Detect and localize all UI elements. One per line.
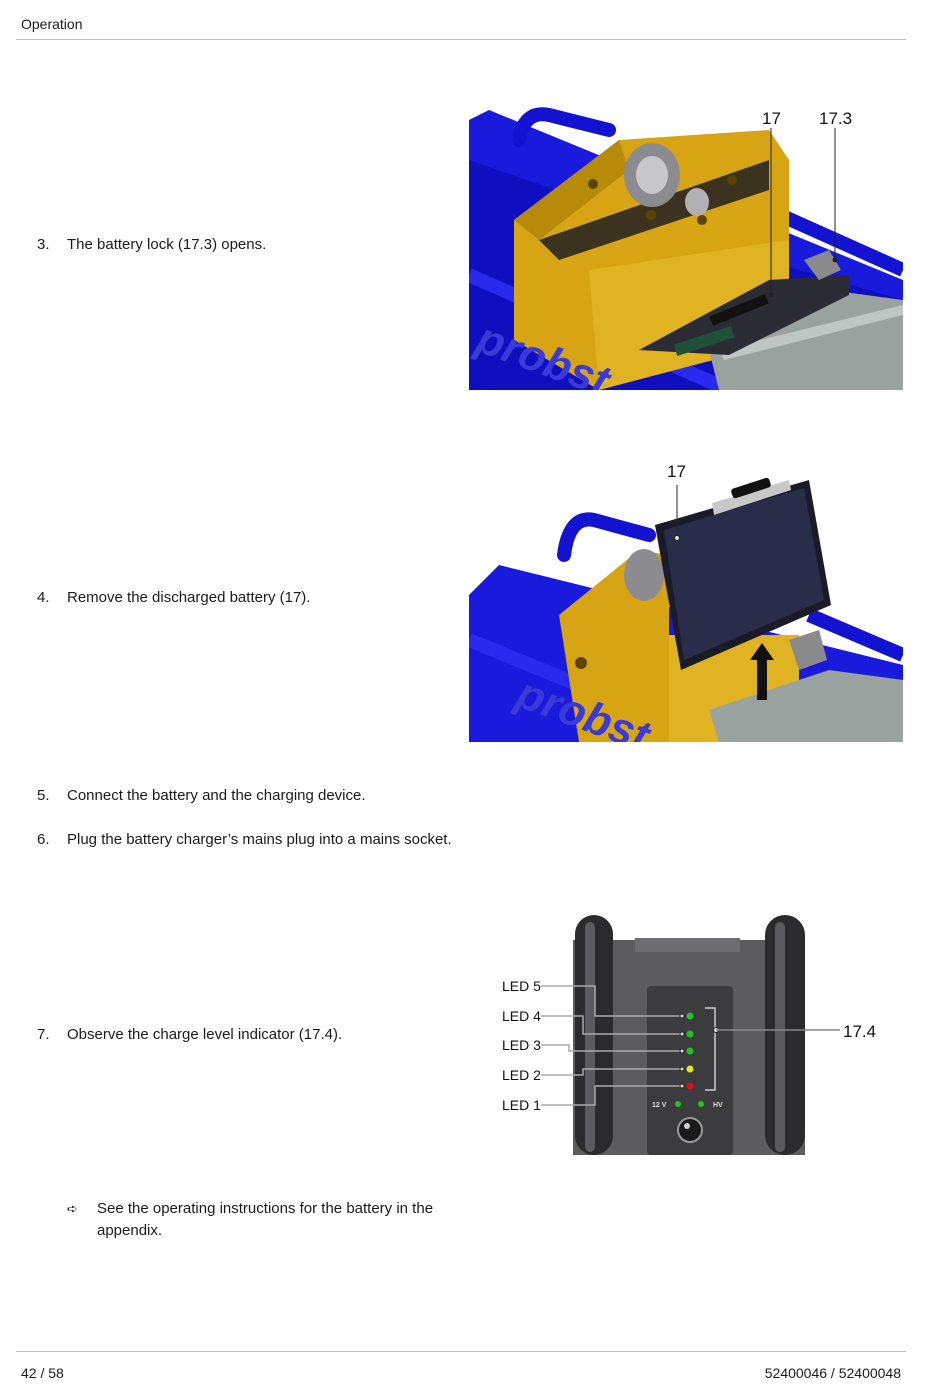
step-number: 6. bbox=[37, 831, 50, 848]
led-12v-indicator bbox=[675, 1101, 681, 1107]
label-12v: 12 V bbox=[652, 1102, 667, 1109]
header-divider bbox=[16, 39, 906, 40]
result-note: ➪ See the operating instructions for the… bbox=[67, 1198, 457, 1242]
led-hv-indicator bbox=[698, 1101, 704, 1107]
led-1-indicator bbox=[686, 1082, 694, 1090]
step-7: 7. Observe the charge level indicator (1… bbox=[37, 1024, 457, 1046]
figure-charge-indicator: 12 V HV 17.4 LED 5 LED 4 LED 3 LED 2 LED… bbox=[495, 910, 885, 1155]
led-label-1: LED 1 bbox=[502, 1097, 541, 1113]
section-title: Operation bbox=[21, 16, 83, 32]
step-number: 7. bbox=[37, 1026, 50, 1043]
figure-battery-removal: probst 17 bbox=[469, 455, 903, 742]
step-number: 5. bbox=[37, 787, 50, 804]
led-label-4: LED 4 bbox=[502, 1008, 541, 1024]
led-2-indicator bbox=[686, 1065, 694, 1073]
callout-battery-lock: 17.3 bbox=[819, 109, 852, 128]
callout-charge-indicator: 17.4 bbox=[843, 1022, 876, 1041]
footer-divider bbox=[16, 1351, 906, 1352]
led-3-indicator bbox=[686, 1047, 694, 1055]
step-text: The battery lock (17.3) opens. bbox=[67, 236, 267, 253]
led-label-2: LED 2 bbox=[502, 1067, 541, 1083]
document-number: 52400046 / 52400048 bbox=[764, 1365, 901, 1381]
result-text: See the operating instructions for the b… bbox=[97, 1200, 434, 1239]
led-4-indicator bbox=[686, 1030, 694, 1038]
led-5-indicator bbox=[686, 1012, 694, 1020]
led-label-3: LED 3 bbox=[502, 1037, 541, 1053]
led-label-5: LED 5 bbox=[502, 978, 541, 994]
callout-battery: 17 bbox=[667, 462, 686, 481]
callout-battery: 17 bbox=[762, 109, 781, 128]
result-arrow-icon: ➪ bbox=[67, 1201, 78, 1216]
step-number: 4. bbox=[37, 589, 50, 606]
step-text: Observe the charge level indicator (17.4… bbox=[67, 1026, 343, 1043]
step-number: 3. bbox=[37, 236, 50, 253]
step-3: 3. The battery lock (17.3) opens. bbox=[37, 234, 457, 256]
step-5: 5. Connect the battery and the charging … bbox=[37, 785, 457, 807]
figure-battery-lock: probst 17 17.3 bbox=[469, 100, 903, 390]
step-text: Remove the discharged battery (17). bbox=[67, 589, 311, 606]
step-text: Connect the battery and the charging dev… bbox=[67, 787, 366, 804]
step-6: 6. Plug the battery charger’s mains plug… bbox=[37, 829, 457, 851]
step-text: Plug the battery charger’s mains plug in… bbox=[67, 831, 452, 848]
page-number: 42 / 58 bbox=[21, 1365, 64, 1381]
label-hv: HV bbox=[713, 1102, 723, 1109]
step-4: 4. Remove the discharged battery (17). bbox=[37, 587, 457, 609]
